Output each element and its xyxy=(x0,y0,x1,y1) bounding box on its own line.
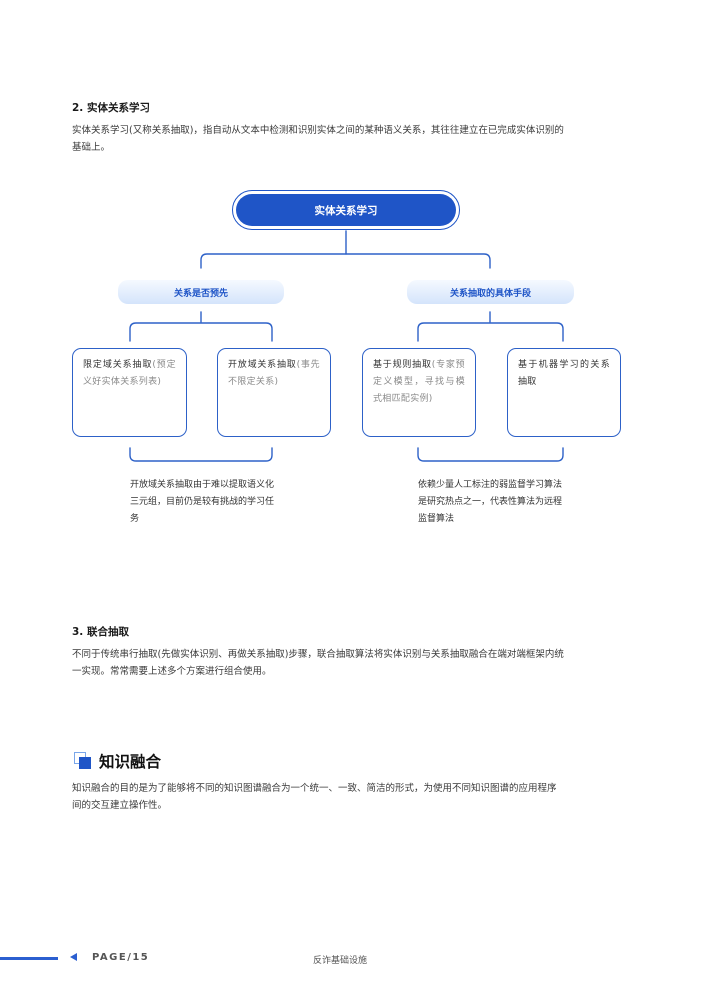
page-number: PAGE/15 xyxy=(92,952,150,963)
fusion-line-2: 间的交互建立操作性。 xyxy=(72,800,168,811)
leaf-node-limited-domain: 限定域关系抽取(预定义好实体关系列表) xyxy=(72,348,187,437)
document-name: 反诈基础设施 xyxy=(313,956,368,966)
leaf-node-title: 限定域关系抽取 xyxy=(83,360,153,370)
branch-node-left: 关系是否预先 xyxy=(118,280,284,304)
section-2-paragraph: 实体关系学习(又称关系抽取)，指自动从文本中检测和识别实体之间的某种语义关系，其… xyxy=(72,122,642,156)
leaf-node-open-domain: 开放域关系抽取(事先不限定关系) xyxy=(217,348,331,437)
section-3-line-1: 不同于传统串行抽取(先做实体识别、再做关系抽取)步骤，联合抽取算法将实体识别与关… xyxy=(72,649,564,660)
leaf-node-note: (预定义好实体关系列表) xyxy=(83,360,176,387)
leaf-node-rule-based: 基于规则抽取(专家预定义模型，寻找与模式相匹配实例) xyxy=(362,348,476,437)
leaf-node-title: 基于规则抽取 xyxy=(373,360,432,370)
branch-node-right: 关系抽取的具体手段 xyxy=(407,280,574,304)
root-node: 实体关系学习 xyxy=(232,190,460,230)
fusion-title: 知识融合 xyxy=(99,753,162,771)
section-3-line-2: 一实现。常常需要上述多个方案进行组合使用。 xyxy=(72,666,272,677)
fusion-paragraph: 知识融合的目的是为了能够将不同的知识图谱融合为一个统一、一致、简洁的形式，为使用… xyxy=(72,780,642,814)
section-3-paragraph: 不同于传统串行抽取(先做实体识别、再做关系抽取)步骤，联合抽取算法将实体识别与关… xyxy=(72,646,642,680)
leaf-node-machine-learning: 基于机器学习的关系抽取 xyxy=(507,348,621,437)
left-note: 开放域关系抽取由于难以提取语义化三元组，目前仍是较有挑战的学习任务 xyxy=(130,480,275,524)
leaf-node-title: 开放域关系抽取 xyxy=(228,360,297,370)
section-2-title: 2. 实体关系学习 xyxy=(72,102,150,114)
leaf-node-note: (专家预定义模型，寻找与模式相匹配实例) xyxy=(373,360,465,404)
fusion-line-1: 知识融合的目的是为了能够将不同的知识图谱融合为一个统一、一致、简洁的形式，为使用… xyxy=(72,783,557,794)
root-node-label: 实体关系学习 xyxy=(236,194,456,226)
prev-triangle-icon xyxy=(70,953,77,961)
leaf-node-note: (事先不限定关系) xyxy=(228,360,320,387)
section-square-icon xyxy=(74,752,92,770)
section-2-line-1: 实体关系学习(又称关系抽取)，指自动从文本中检测和识别实体之间的某种语义关系，其… xyxy=(72,125,564,136)
footer-bar xyxy=(0,957,58,960)
right-note: 依赖少量人工标注的弱监督学习算法是研究热点之一，代表性算法为远程监督算法 xyxy=(418,480,563,524)
section-2-line-2: 基础上。 xyxy=(72,142,111,153)
leaf-node-title: 基于机器学习的关系抽取 xyxy=(518,360,610,387)
section-3-title: 3. 联合抽取 xyxy=(72,626,129,638)
